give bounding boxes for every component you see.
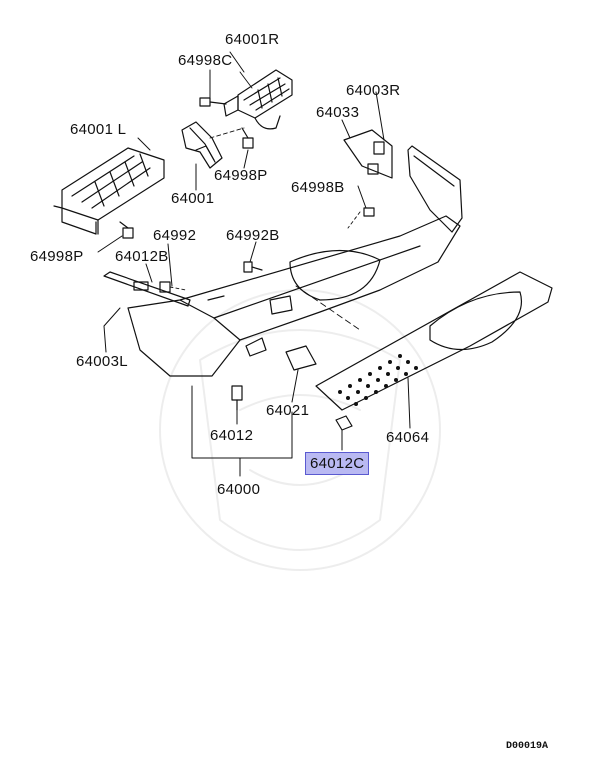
plate-64021-shape (285, 345, 317, 371)
bolt-64992b-shape (243, 261, 263, 273)
part-label-64001[interactable]: 64001 (171, 190, 215, 207)
bumper-64000-shape (127, 215, 461, 377)
watermark-emblem (159, 289, 441, 571)
bolt-64998p-lower-shape (119, 221, 134, 239)
part-label-64998c[interactable]: 64998C (178, 52, 233, 69)
part-label-64998p-lower[interactable]: 64998P (30, 248, 84, 265)
step-holes (338, 354, 418, 406)
bracket-64001r-shape (223, 69, 293, 130)
plate-64033-shape (343, 129, 393, 179)
bolt-64998p-upper-shape (241, 127, 254, 149)
part-label-64021[interactable]: 64021 (266, 402, 310, 419)
diagram-code: D00019A (506, 741, 549, 752)
bracket-64001-shape (181, 121, 223, 169)
part-label-64012b[interactable]: 64012B (115, 248, 169, 265)
clip-64012c-shape (335, 415, 353, 431)
step-64064-shape (315, 271, 553, 411)
part-label-64998p-upper[interactable]: 64998P (214, 167, 268, 184)
bolt-64998c-shape (199, 97, 227, 107)
clip-64012-shape (231, 385, 243, 411)
part-label-64003r[interactable]: 64003R (346, 82, 401, 99)
part-label-64003l[interactable]: 64003L (76, 353, 128, 370)
part-label-64992[interactable]: 64992 (153, 227, 197, 244)
part-label-64001l[interactable]: 64001 L (70, 121, 127, 138)
part-label-64998b[interactable]: 64998B (291, 179, 345, 196)
strip-64003l-shape (103, 271, 191, 307)
part-label-64000[interactable]: 64000 (217, 481, 261, 498)
part-label-64033[interactable]: 64033 (316, 104, 360, 121)
part-label-64012c-highlighted[interactable]: 64012C (305, 452, 370, 475)
part-label-64012[interactable]: 64012 (210, 427, 254, 444)
strip-64003r-shape (407, 145, 463, 233)
clip-64012b-shape (159, 281, 187, 293)
bolt-64998b-shape (347, 207, 375, 229)
part-label-64001r[interactable]: 64001R (225, 31, 280, 48)
part-label-64064[interactable]: 64064 (386, 429, 430, 446)
leader-lines (97, 51, 411, 477)
part-label-64992b[interactable]: 64992B (226, 227, 280, 244)
bracket-64001l-shape (53, 147, 165, 235)
